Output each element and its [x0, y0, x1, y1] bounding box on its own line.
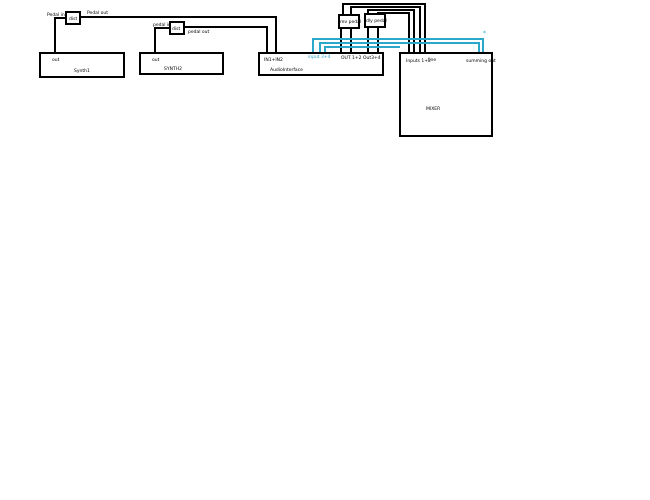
wire-rev-pedal-to-mixer-1 [342, 3, 426, 53]
mixer-inputs-label: Inputs 1+2 [406, 58, 431, 64]
star-mark-2: * [483, 30, 486, 37]
audio-interface-box [258, 52, 384, 76]
wire-dly-pedal-to-mixer-1 [367, 9, 415, 53]
wire-synth1-to-pedal [54, 17, 66, 52]
synth2-pedal-in-label: pedal in [153, 22, 171, 28]
mixer-summing-label: summing out [466, 58, 496, 64]
wire-synth2-to-pedal [154, 27, 170, 52]
synth2-name: SYNTH2 [164, 66, 182, 72]
synth2-pedal-box [169, 21, 185, 35]
synth2-pedal-out-label: pedal out [188, 29, 210, 35]
synth1-pedal-box [65, 11, 81, 25]
synth1-box [39, 52, 125, 78]
wire-rev-pedal-to-mixer-2 [350, 6, 421, 53]
dly-pedal-box [364, 13, 386, 28]
audio-interface-name: AudioInterface [270, 67, 303, 73]
synth1-pedal-in-label: Pedal in [47, 12, 65, 18]
mixer-box [399, 52, 493, 137]
rev-pedal-label: rev pedal [340, 19, 361, 25]
synth1-pedal-label: dist [69, 16, 77, 22]
wire-interface-to-mixer-outer [312, 38, 484, 53]
synth1-pedal-out-label: Pedal out [87, 10, 108, 16]
synth2-pedal-label: dist [172, 26, 180, 32]
audio-interface-inputs-label: IN1+IN2 [264, 57, 283, 63]
synth2-box [139, 52, 224, 75]
wire-pedal1-to-interface [80, 16, 277, 53]
wire-interface-to-mixer-inner [319, 42, 480, 53]
audio-interface-outputs-label: OUT 1+2 Out3+4 [341, 55, 381, 61]
mixer-line-label: line [428, 57, 436, 63]
wire-pedal2-to-interface [184, 26, 268, 53]
mixer-name: MIXER [426, 106, 440, 112]
rev-pedal-box [338, 14, 360, 29]
synth1-name: Synth1 [74, 68, 90, 74]
synth2-out-label: out [152, 57, 160, 63]
synth1-out-label: out [52, 57, 60, 63]
dly-pedal-label: dly pedal [366, 18, 387, 24]
wire-interface-to-mixer-mid [324, 46, 400, 53]
audio-interface-input34-label: input 3+4 [308, 54, 331, 60]
star-mark-1: * [327, 45, 330, 52]
